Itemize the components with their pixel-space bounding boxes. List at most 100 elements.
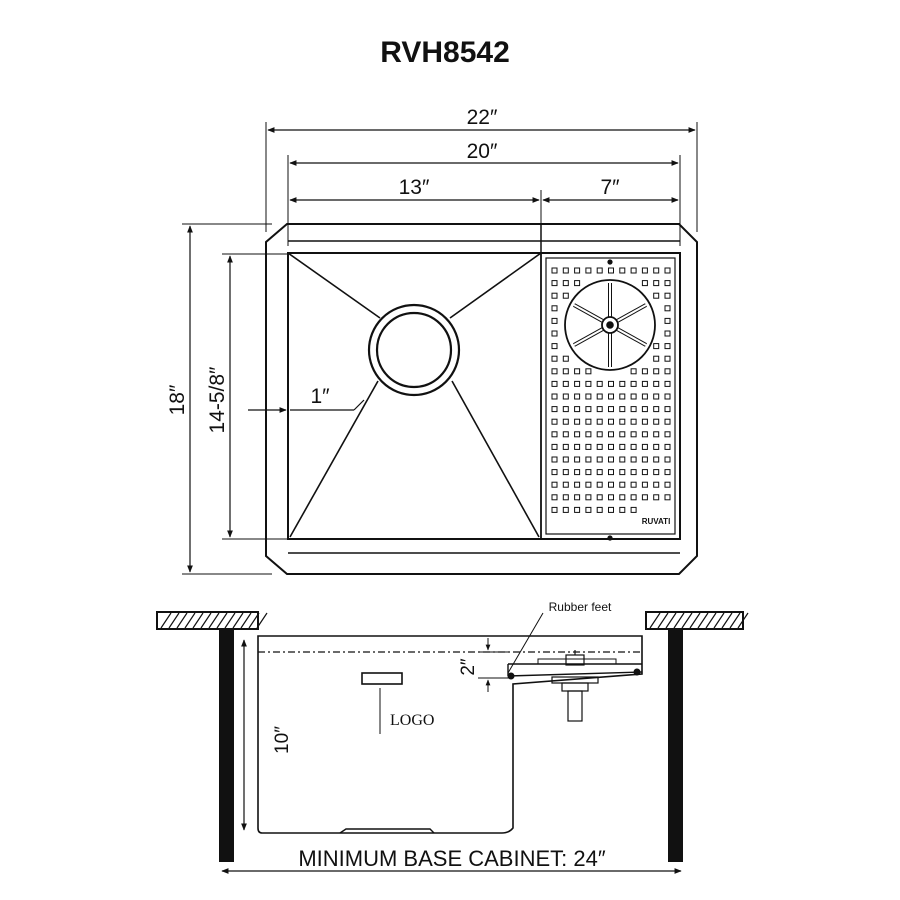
rack-hole: [562, 380, 569, 387]
rack-hole: [630, 469, 637, 476]
rack-hole: [630, 406, 637, 413]
countertop-hatch-line: [160, 612, 172, 629]
countertop-hatch-line: [176, 612, 188, 629]
rack-hole: [641, 267, 648, 274]
rack-hole: [641, 368, 648, 375]
rack-hole: [596, 431, 603, 438]
rack-hole: [608, 443, 614, 450]
rack-hole: [551, 469, 558, 476]
rack-hole: [653, 418, 660, 425]
sink-outer-rim: [265, 223, 698, 575]
rack-hole: [630, 456, 637, 463]
rack-hole: [619, 431, 626, 438]
rack-hole: [574, 380, 581, 387]
rack-hole: [562, 494, 569, 501]
rack-hole: [585, 431, 592, 438]
rack-hole: [596, 456, 603, 463]
rack-hole: [574, 267, 581, 274]
model-title: RVH8542: [380, 36, 510, 69]
dim-overall-width: [265, 122, 698, 232]
dim-left-section-label: 13″: [399, 176, 430, 199]
rack-hole: [562, 267, 569, 274]
countertop-hatch-line: [697, 612, 709, 629]
countertop-hatch-line: [737, 612, 749, 629]
rack-hole: [551, 368, 558, 375]
rack-hole: [574, 280, 581, 287]
rack-hole: [562, 406, 569, 413]
rack-hole: [630, 418, 637, 425]
rack-hole: [551, 506, 558, 513]
rack-hole: [653, 456, 660, 463]
countertop-hatch-line: [192, 612, 204, 629]
rack-hole: [574, 506, 581, 513]
rack-hole: [619, 481, 626, 488]
rack-hole: [664, 443, 671, 450]
dim-rim-offset-label: 1″: [310, 385, 330, 408]
rinser-valve-icon: [551, 650, 599, 722]
dim-bowl-depth: [222, 253, 290, 540]
rack-hole: [630, 431, 637, 438]
rack-hole: [653, 380, 660, 387]
rubber-feet-label: Rubber feet: [549, 600, 612, 614]
dim-overall-depth: [182, 223, 272, 575]
min-cabinet-label: MINIMUM BASE CABINET: 24″: [298, 846, 606, 871]
countertop-hatch-line: [705, 612, 717, 629]
rack-hole: [574, 431, 581, 438]
rack-hole: [641, 431, 648, 438]
rack-hole: [574, 456, 581, 463]
dim-ledge-depth-label: 2″: [458, 658, 479, 676]
rack-hole: [641, 494, 648, 501]
rack-hole: [664, 267, 671, 274]
rack-hole: [630, 506, 637, 513]
countertop-hatch-line: [184, 612, 196, 629]
sink-side-profile: [257, 635, 643, 834]
rack-hole: [664, 431, 671, 438]
rack-hole: [653, 406, 660, 413]
rack-hole: [653, 494, 660, 501]
rack-hole: [585, 469, 592, 476]
rack-hole: [630, 481, 637, 488]
countertop-hatch-line: [681, 612, 693, 629]
rack-hole: [653, 481, 660, 488]
rack-hole: [585, 506, 592, 513]
countertop-hatch-line: [729, 612, 741, 629]
rack-hole: [641, 469, 648, 476]
dim-bowl-width-label: 20″: [467, 140, 498, 163]
bowl-fold-lines: [287, 252, 542, 538]
rack-hole: [619, 494, 626, 501]
rack-hole: [608, 406, 614, 413]
drain-icon: [367, 303, 461, 397]
rack-hole: [551, 355, 558, 362]
drying-rack: [540, 252, 681, 541]
rack-hole: [664, 368, 671, 375]
rack-hole: [596, 267, 603, 274]
rack-hole: [619, 406, 626, 413]
rack-hole: [608, 267, 614, 274]
rack-hole: [619, 469, 626, 476]
rack-hole: [641, 406, 648, 413]
rack-hole: [574, 443, 581, 450]
countertop-hatch-line: [248, 612, 260, 629]
rack-hole: [596, 469, 603, 476]
rack-hole: [619, 393, 626, 400]
rack-hole: [641, 380, 648, 387]
rack-hole: [585, 481, 592, 488]
rack-hole: [551, 343, 558, 350]
rack-hole: [641, 418, 648, 425]
countertop-hatch-line: [216, 612, 228, 629]
rack-hole: [562, 292, 569, 299]
glass-rinser-icon: [564, 279, 656, 371]
dim-bowl-depth-label: 14-5/8″: [206, 366, 229, 434]
rack-hole: [608, 481, 614, 488]
rack-hole: [562, 393, 569, 400]
rack-hole: [653, 393, 660, 400]
rack-hole: [664, 393, 671, 400]
rack-hole: [608, 380, 614, 387]
rack-hole: [551, 317, 558, 324]
rack-hole: [551, 292, 558, 299]
countertop-left: [156, 611, 259, 862]
rack-hole: [562, 431, 569, 438]
rack-hole: [596, 506, 603, 513]
countertop-hatch-line: [240, 612, 252, 629]
rack-hole: [641, 456, 648, 463]
